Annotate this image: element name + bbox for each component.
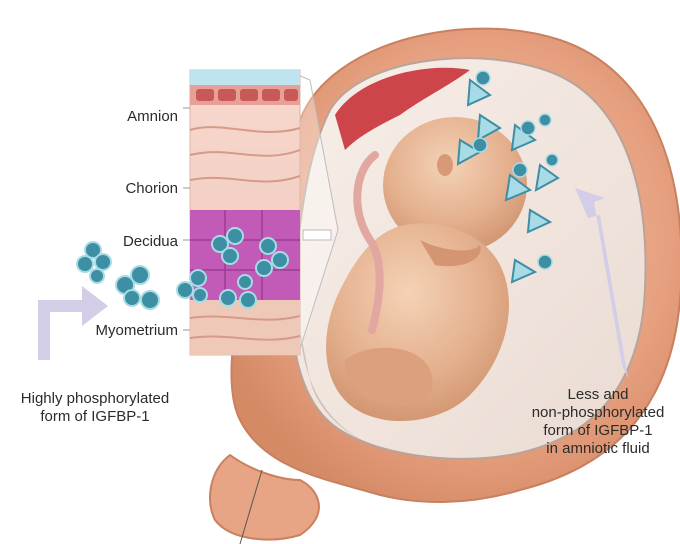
caption-right-line3: form of IGFBP-1 [518,422,678,440]
label-amnion: Amnion [8,108,178,126]
caption-right-line4: in amniotic fluid [518,440,678,458]
caption-left-line2: form of IGFBP-1 [0,408,190,426]
caption-phosphorylated: Highly phosphorylated form of IGFBP-1 [0,390,190,426]
caption-left-line1: Highly phosphorylated [0,390,190,408]
caption-non-phosphorylated: Less and non-phosphorylated form of IGFB… [518,386,678,458]
caption-right-line1: Less and [518,386,678,404]
label-chorion: Chorion [8,180,178,198]
label-decidua: Decidua [8,233,178,251]
caption-right-line2: non-phosphorylated [518,404,678,422]
fetus-ear [437,154,453,176]
label-myometrium: Myometrium [8,322,178,340]
